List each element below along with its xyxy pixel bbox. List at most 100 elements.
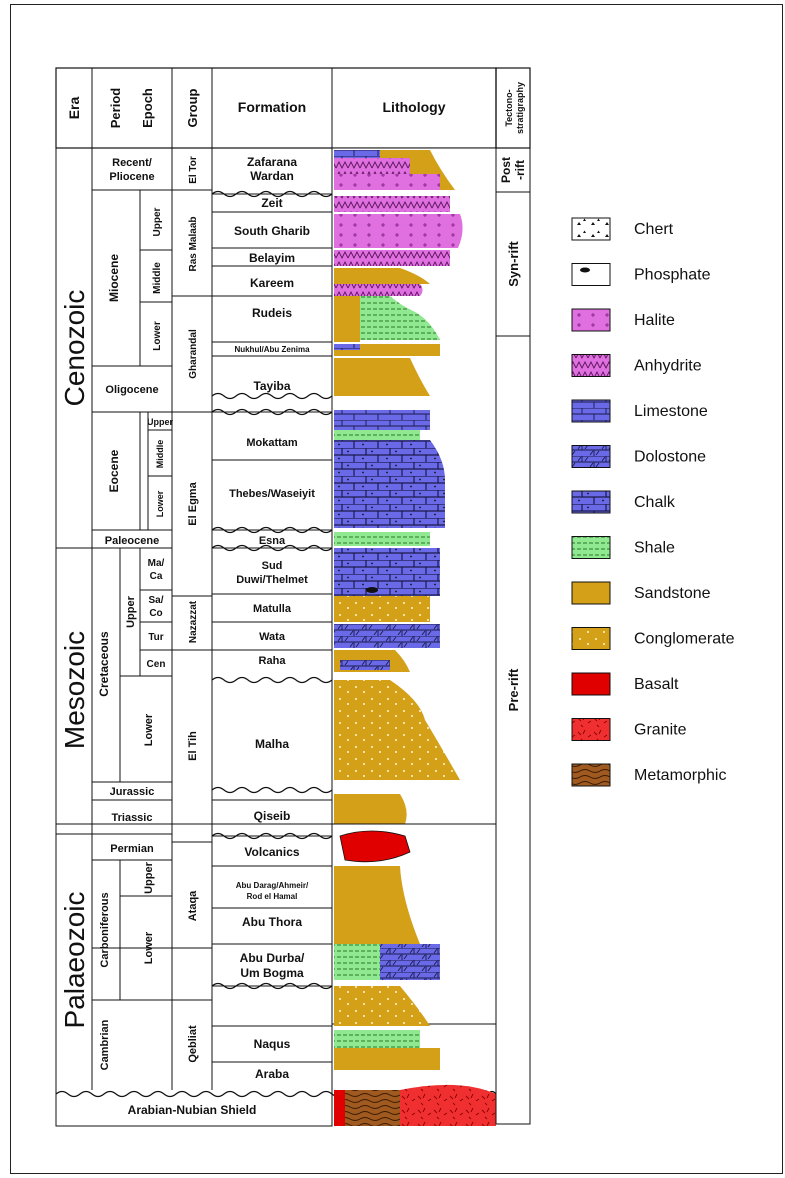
formation-thebes: Thebes/Waseiyit	[229, 488, 315, 500]
group-ataqa: Ataqa	[187, 890, 199, 921]
group-gharandal: Gharandal	[188, 329, 199, 379]
formation-zafarana: Zafarana	[247, 155, 297, 169]
epoch-carb-lower: Lower	[143, 931, 155, 964]
table-grid	[55, 147, 333, 987]
epoch-cret-lower: Lower	[143, 713, 155, 746]
legend-swatch-dolostone	[571, 445, 611, 468]
era-palaeozoic: Palaeozoic	[59, 892, 90, 1029]
formation-naqus: Naqus	[254, 1037, 291, 1051]
tectono-column: Post -rift Syn-rift Pre-rift	[495, 147, 531, 1125]
group-qebliat: Qebliat	[187, 1025, 199, 1063]
lithology-lower	[331, 823, 497, 1126]
legend-label-sandstone: Sandstone	[634, 585, 711, 602]
formation-kareem: Kareem	[250, 276, 294, 290]
legend-swatch-chalk	[571, 490, 611, 514]
formation-wardan: Wardan	[250, 169, 294, 183]
formation-rudeis: Rudeis	[252, 306, 292, 320]
tectono-synrift: Syn-rift	[506, 241, 521, 287]
figure-frame	[10, 4, 783, 1174]
header-formation: Formation	[238, 99, 306, 115]
formation-abudurba-1: Abu Durba/	[240, 951, 305, 965]
header-era: Era	[66, 97, 82, 120]
basement-label: Arabian-Nubian Shield	[128, 1103, 257, 1117]
formation-wata: Wata	[259, 631, 286, 643]
formation-southgharib: South Gharib	[234, 224, 310, 238]
stage-tur: Tur	[148, 632, 163, 643]
period-carboniferous: Carboniferous	[99, 892, 111, 967]
legend-swatch-sandstone	[571, 581, 611, 605]
period-miocene: Miocene	[107, 254, 121, 302]
stage-maca-1: Ma/	[148, 558, 165, 569]
legend-label-phosphate: Phosphate	[634, 267, 711, 284]
formation-abudurba-2: Um Bogma	[240, 966, 304, 980]
header-tectono-1: Tectono-	[504, 89, 514, 126]
stage-saco-1: Sa/	[148, 595, 163, 606]
legend-label-anhydrite: Anhydrite	[634, 358, 702, 375]
formation-duwi: Duwi/Thelmet	[236, 574, 308, 586]
legend-swatch-anhydrite	[571, 354, 611, 377]
legend-swatch-shale	[571, 536, 611, 559]
table-lower	[55, 823, 333, 1127]
tectono-postrift-2: -rift	[513, 160, 527, 180]
legend-label-metamorphic: Metamorphic	[634, 767, 726, 784]
formation-abuthora: Abu Thora	[242, 915, 302, 929]
epoch-eocene-upper: Upper	[147, 417, 174, 427]
legend-label-dolostone: Dolostone	[634, 449, 706, 466]
period-permian: Permian	[110, 843, 154, 855]
legend-swatch-phosphate	[571, 263, 611, 286]
epoch-miocene-middle: Middle	[152, 262, 163, 294]
legend: ChertPhosphateHaliteAnhydriteLimestoneDo…	[571, 217, 735, 787]
stage-maca-2: Ca	[150, 571, 163, 582]
legend-label-limestone: Limestone	[634, 403, 708, 420]
lithology-column	[331, 147, 497, 825]
formation-sud: Sud	[262, 560, 283, 572]
header-period: Period	[108, 88, 123, 129]
formation-belayim: Belayim	[249, 251, 295, 265]
legend-label-chalk: Chalk	[634, 494, 676, 511]
legend-label-granite: Granite	[634, 722, 687, 739]
formation-mokattam: Mokattam	[246, 437, 298, 449]
period-labels: Recent/ Pliocene Miocene Oligocene Eocen…	[97, 157, 159, 1070]
epoch-carb-upper: Upper	[143, 861, 155, 894]
period-recent: Recent/	[112, 157, 152, 169]
epoch-miocene-upper: Upper	[152, 207, 163, 236]
period-eocene: Eocene	[107, 449, 121, 492]
period-cambrian: Cambrian	[99, 1019, 111, 1070]
legend-label-shale: Shale	[634, 540, 675, 557]
legend-label-basalt: Basalt	[634, 676, 679, 693]
formation-abudarag-1: Abu Darag/Ahmeir/	[236, 881, 309, 890]
formation-labels: Zafarana Wardan Zeit South Gharib Belayi…	[128, 155, 316, 1117]
group-nazazzat: Nazazzat	[188, 600, 199, 643]
formation-tayiba: Tayiba	[253, 379, 290, 393]
period-triassic: Triassic	[112, 812, 153, 824]
legend-swatch-chert	[571, 217, 611, 241]
group-eltih: El Tih	[187, 731, 199, 761]
tectono-prerift: Pre-rift	[506, 668, 521, 711]
formation-raha: Raha	[259, 655, 287, 667]
formation-araba: Araba	[255, 1067, 289, 1081]
legend-label-halite: Halite	[634, 312, 675, 329]
group-labels: El Tor Ras Malaab Gharandal El Egma Naza…	[187, 156, 199, 1063]
header-group: Group	[185, 88, 200, 127]
formation-zeit: Zeit	[261, 196, 282, 210]
formation-volcanics: Volcanics	[244, 845, 299, 859]
header-epoch: Epoch	[140, 88, 155, 128]
stage-saco-2: Co	[149, 608, 162, 619]
era-mesozoic: Mesozoic	[59, 631, 90, 749]
epoch-eocene-middle: Middle	[155, 440, 165, 469]
legend-swatch-limestone	[571, 399, 611, 423]
legend-label-conglomerate: Conglomerate	[634, 631, 735, 648]
header-tectono-2: stratigraphy	[515, 82, 525, 134]
tectono-postrift-1: Post	[499, 157, 513, 183]
formation-esna: Esna	[259, 535, 286, 547]
period-oligocene: Oligocene	[105, 384, 158, 396]
formation-qiseib: Qiseib	[254, 809, 291, 823]
epoch-labels: Upper Middle Lower Upper Middle Lower Up…	[125, 207, 173, 964]
era-labels: Cenozoic Mesozoic Palaeozoic	[59, 290, 90, 1029]
epoch-miocene-lower: Lower	[152, 321, 163, 351]
stage-cen: Cen	[147, 659, 166, 670]
formation-malha: Malha	[255, 737, 289, 751]
legend-swatch-halite	[571, 308, 611, 332]
legend-swatch-conglomerate	[571, 627, 611, 650]
epoch-cret-upper: Upper	[125, 595, 137, 628]
